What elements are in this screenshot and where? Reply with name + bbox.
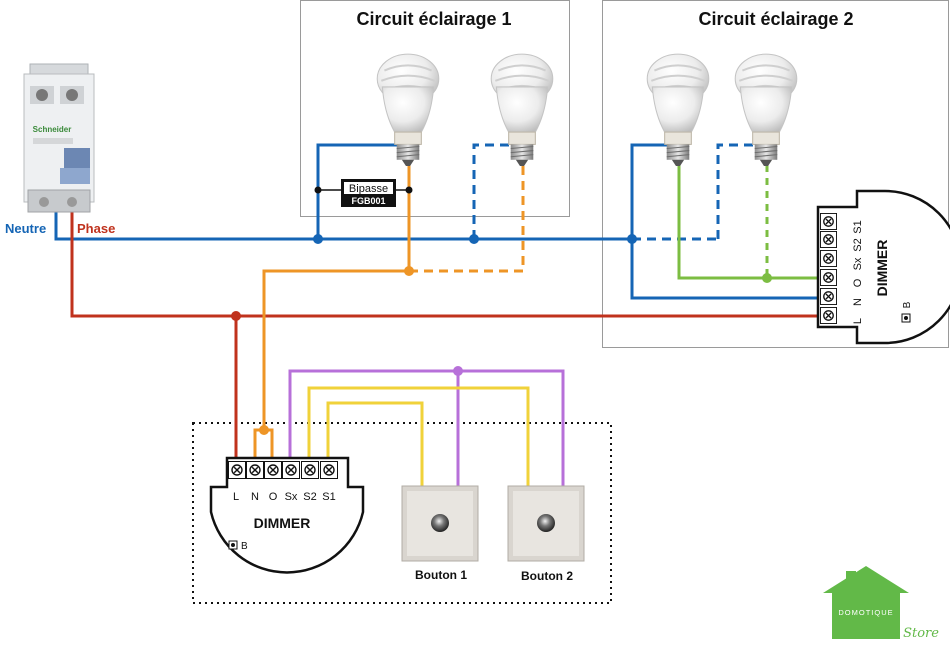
dimmer-left: L N O Sx S2 S1 DIMMER B bbox=[209, 456, 365, 574]
dimmer-right-terminal-label: O bbox=[852, 278, 864, 287]
enclosure-dotted bbox=[192, 422, 612, 604]
dimmer-right-terminal-label: S2 bbox=[852, 238, 864, 251]
dimmer-left-terminal-label: S2 bbox=[303, 491, 316, 503]
phase-wire bbox=[70, 208, 818, 458]
dimmer-left-title: DIMMER bbox=[254, 515, 311, 531]
dimmer-left-terminals bbox=[228, 461, 338, 479]
dimmer-right-title: DIMMER bbox=[874, 240, 890, 297]
push-button-icon bbox=[537, 514, 555, 532]
push-button-1: Bouton 1 bbox=[401, 485, 479, 582]
load-wire-dashed bbox=[409, 163, 525, 273]
dimmer-right-terminal-label: L bbox=[852, 318, 864, 324]
breaker-brand: Schneider bbox=[33, 125, 72, 134]
dimmer-right-button-label: B bbox=[902, 301, 913, 308]
logo-script: Store bbox=[903, 626, 939, 641]
house-logo-icon: DOMOTIQUE Store bbox=[823, 566, 939, 641]
dimmer-right: S1 S2 Sx O N L DIMMER B bbox=[816, 189, 950, 345]
dimmer-left-terminal-label: O bbox=[269, 491, 278, 503]
dimmer-left-terminal-label: N bbox=[251, 491, 259, 503]
switch-signal-wire bbox=[307, 386, 530, 487]
dimmer-right-terminal-label: S1 bbox=[852, 220, 864, 233]
dimmer-left-terminal-label: L bbox=[233, 491, 239, 503]
dimmer-left-terminal-label: S1 bbox=[322, 491, 335, 503]
dimmer-left-button-label: B bbox=[241, 541, 248, 552]
phase-label: Phase bbox=[77, 221, 115, 236]
neutral-wire-dashed bbox=[472, 143, 757, 241]
bypass-module: Bipasse FGB001 bbox=[318, 179, 409, 207]
switch-common-wire bbox=[288, 369, 565, 487]
junction-dots bbox=[231, 186, 772, 435]
neutral-label: Neutre bbox=[5, 221, 46, 236]
button1-label: Bouton 1 bbox=[415, 568, 467, 582]
dimmer-right-terminal-label: Sx bbox=[852, 257, 864, 270]
neutral-wire bbox=[54, 143, 818, 300]
dimmer-right-terminal-label: N bbox=[852, 298, 864, 306]
push-button-icon bbox=[431, 514, 449, 532]
dimmer-left-terminal-label: Sx bbox=[285, 491, 298, 503]
bypass-label: Bipasse bbox=[349, 183, 388, 195]
circuit-breaker: Schneider bbox=[23, 63, 95, 213]
circuit2-title: Circuit éclairage 2 bbox=[698, 9, 853, 29]
logo-text: DOMOTIQUE bbox=[838, 608, 893, 617]
button2-label: Bouton 2 bbox=[521, 569, 573, 583]
push-button-2: Bouton 2 bbox=[507, 485, 585, 583]
bypass-model: FGB001 bbox=[351, 196, 385, 206]
circuit1-title: Circuit éclairage 1 bbox=[356, 9, 511, 29]
